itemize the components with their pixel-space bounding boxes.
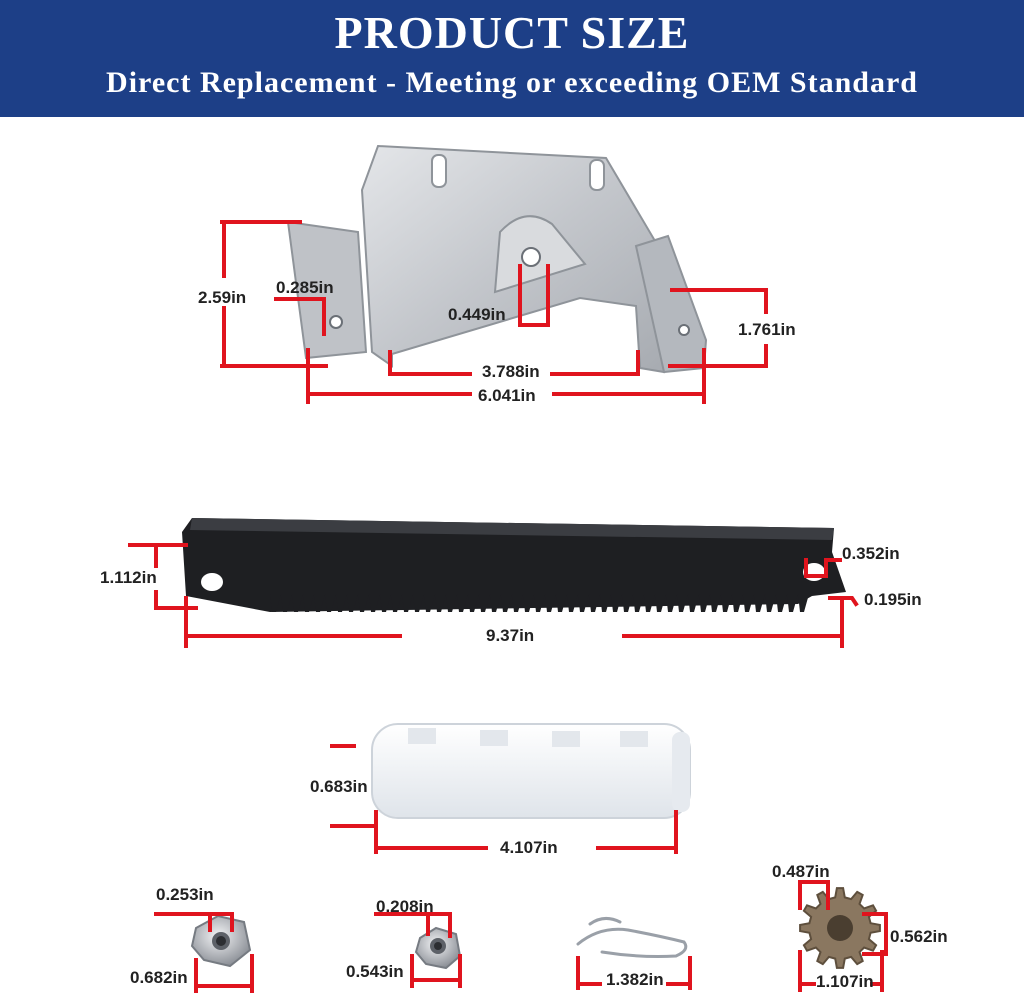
rack-length-label: 9.37in — [486, 626, 535, 645]
page-subtitle: Direct Replacement - Meeting or exceedin… — [106, 66, 918, 99]
bracket-total-width-label: 6.041in — [478, 386, 536, 405]
page-title: PRODUCT SIZE — [334, 7, 690, 58]
bracket-center-hole-label: 0.449in — [448, 305, 506, 324]
bushing-part — [371, 723, 691, 819]
bushing-diameter-label: 0.683in — [310, 777, 368, 796]
small-nut-part — [414, 926, 462, 970]
large-nut-part — [190, 914, 252, 968]
small-nut-width-label: 0.543in — [346, 962, 404, 981]
rack-teeth — [270, 594, 809, 612]
bracket-flange-height-label: 1.761in — [738, 320, 796, 339]
rack-tooth-label: 0.195in — [864, 590, 922, 609]
small-nut-hole-label: 0.208in — [376, 897, 434, 916]
hairpin-length-label: 1.382in — [606, 970, 664, 989]
bushing-length-label: 4.107in — [500, 838, 558, 857]
large-nut-hole-label: 0.253in — [156, 885, 214, 904]
gear-width-label: 1.107in — [816, 972, 874, 991]
gear-bore-label: 0.487in — [772, 862, 830, 881]
bracket-part — [286, 144, 708, 374]
hairpin-clip-part — [576, 917, 688, 958]
gear-part — [799, 887, 881, 969]
header-banner: PRODUCT SIZE Direct Replacement - Meetin… — [0, 0, 1024, 117]
large-nut-width-label: 0.682in — [130, 968, 188, 987]
bracket-inner-width-label: 3.788in — [482, 362, 540, 381]
rack-hole-label: 0.352in — [842, 544, 900, 563]
bracket-height-label: 2.59in — [198, 288, 247, 307]
dimension-lines — [128, 220, 888, 993]
rack-height-label: 1.112in — [100, 568, 157, 587]
bracket-hole-label: 0.285in — [276, 278, 334, 297]
rack-part — [182, 518, 846, 612]
gear-height-label: 0.562in — [890, 927, 948, 946]
